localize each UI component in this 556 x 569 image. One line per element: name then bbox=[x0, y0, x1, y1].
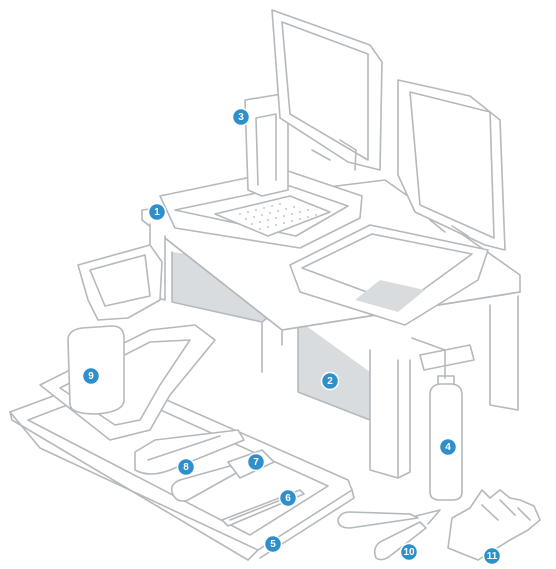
callout-badge-3: 3 bbox=[231, 107, 251, 127]
callout-circle bbox=[246, 452, 266, 472]
callout-badge-1: 1 bbox=[147, 202, 167, 222]
wash-container bbox=[159, 9, 383, 249]
callout-circle bbox=[81, 366, 101, 386]
scraper-tool bbox=[134, 429, 245, 475]
callout-circle bbox=[263, 534, 283, 554]
callout-circle bbox=[147, 202, 167, 222]
squeeze-bottle bbox=[411, 337, 463, 501]
callout-number: 8 bbox=[183, 462, 189, 473]
callout-circle bbox=[176, 457, 196, 477]
callout-circle bbox=[320, 371, 340, 391]
callout-number: 10 bbox=[403, 547, 415, 558]
callout-number: 2 bbox=[327, 376, 333, 387]
callout-badge-2: 2 bbox=[320, 371, 340, 391]
callout-badge-8: 8 bbox=[176, 457, 196, 477]
callout-badge-10: 10 bbox=[399, 542, 419, 562]
callout-badge-5: 5 bbox=[263, 534, 283, 554]
callout-number: 1 bbox=[154, 207, 160, 218]
callout-circle bbox=[231, 107, 251, 127]
callout-number: 11 bbox=[487, 551, 498, 562]
callout-badge-7: 7 bbox=[246, 452, 266, 472]
callout-badges: 1 2 3 4 5 6 7 8 9 10 11 bbox=[81, 107, 502, 566]
callout-number: 6 bbox=[285, 493, 291, 504]
flush-cutters bbox=[337, 509, 441, 561]
rinse-container bbox=[289, 79, 506, 326]
callout-number: 5 bbox=[270, 539, 276, 550]
callout-number: 3 bbox=[238, 112, 244, 123]
basket-perforation bbox=[239, 203, 317, 230]
callout-badge-6: 6 bbox=[278, 488, 298, 508]
callout-number: 4 bbox=[445, 442, 451, 453]
callout-circle bbox=[278, 488, 298, 508]
gloves bbox=[447, 489, 541, 561]
callout-number: 7 bbox=[253, 457, 259, 468]
callout-number: 9 bbox=[88, 371, 94, 382]
callout-badge-4: 4 bbox=[438, 437, 458, 457]
callout-badge-11: 11 bbox=[482, 546, 502, 566]
callout-circle bbox=[438, 437, 458, 457]
callout-circle bbox=[482, 546, 502, 566]
callout-circle bbox=[399, 542, 419, 562]
callout-badge-9: 9 bbox=[81, 366, 101, 386]
